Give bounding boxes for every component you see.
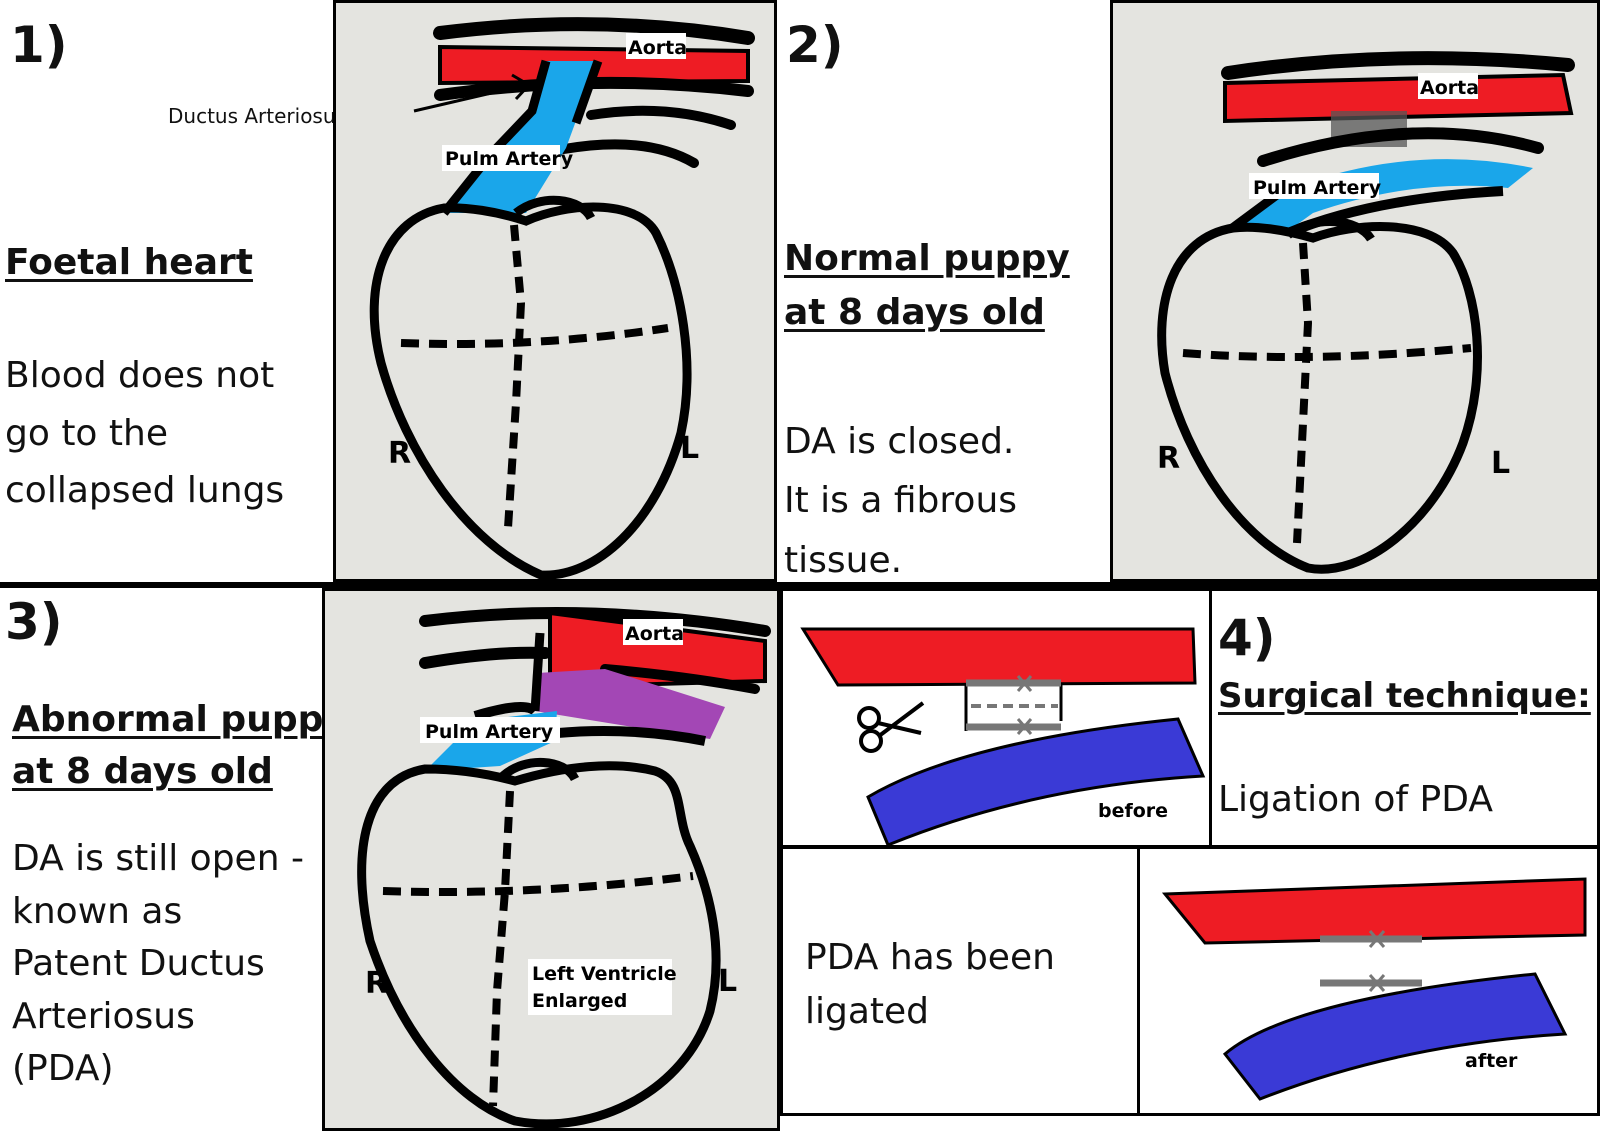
panel-1-line-2: go to the — [5, 412, 168, 454]
after-label: after — [1465, 1050, 1518, 1072]
pda-ligated-line-2: ligated — [805, 991, 930, 1032]
aorta-label: Aorta — [628, 37, 687, 59]
ligation-of-pda-text: Ligation of PDA — [1218, 779, 1493, 820]
panel-2-number: 2) — [786, 16, 844, 74]
panel-2-line-1: DA is closed. — [784, 421, 1015, 462]
before-ligation-box: before — [780, 588, 1212, 848]
pda-ligated-text: PDA has been ligated — [805, 931, 1055, 1039]
after-ligation-box: after — [1137, 846, 1600, 1116]
left-ventricle-label-line-1: Left Ventricle — [532, 963, 677, 985]
panel-3-description: DA is still open - known as Patent Ductu… — [12, 833, 304, 1096]
panel-3-line-5: (PDA) — [12, 1048, 114, 1090]
right-side-label: R — [388, 436, 411, 471]
right-side-label: R — [365, 966, 388, 1001]
aorta-label: Aorta — [1420, 77, 1479, 99]
panel-1-number: 1) — [10, 16, 68, 74]
left-side-label: L — [718, 964, 737, 999]
foetal-heart-diagram: Aorta Pulm Artery R L — [333, 0, 777, 582]
before-label: before — [1098, 800, 1168, 822]
normal-puppy-diagram: Aorta Pulm Artery R L — [1110, 0, 1600, 582]
pda-ligated-line-1: PDA has been — [805, 937, 1055, 978]
panel-3-line-1: DA is still open - — [12, 838, 304, 879]
panel-3-number: 3) — [5, 593, 63, 651]
pulm-artery-label: Pulm Artery — [1253, 177, 1382, 199]
left-ventricle-label-line-2: Enlarged — [532, 990, 627, 1012]
surgical-technique-heading: Surgical technique: — [1218, 676, 1591, 716]
panel-2-line-3: tissue. — [784, 539, 903, 581]
panel-2-description: DA is closed. It is a fibrous tissue. — [784, 412, 1017, 590]
panel-3-line-2: known as — [12, 890, 183, 932]
pulm-artery-label: Pulm Artery — [445, 148, 574, 170]
panel-2-line-2: It is a fibrous — [784, 480, 1018, 522]
normal-puppy-heading: Normal puppy at 8 days old — [784, 232, 1070, 340]
normal-puppy-heading-line-2: at 8 days old — [784, 292, 1045, 333]
panel-4-number: 4) — [1218, 609, 1276, 667]
panel-1-description: Blood does not go to the collapsed lungs — [5, 347, 284, 520]
abnormal-puppy-heading-line-1: Abnormal puppy — [12, 699, 347, 740]
abnormal-puppy-heading-line-2: at 8 days old — [12, 751, 273, 793]
scissors-icon — [857, 701, 925, 753]
panel-1-line-3: collapsed lungs — [5, 470, 285, 512]
panel-3-line-4: Arteriosus — [12, 995, 195, 1037]
panel-1-line-1: Blood does not — [5, 355, 275, 396]
left-side-label: L — [680, 431, 699, 466]
right-side-label: R — [1157, 441, 1180, 476]
abnormal-puppy-diagram: Aorta Pulm Artery Left Ventricle Enlarge… — [322, 588, 780, 1131]
normal-puppy-heading-line-1: Normal puppy — [784, 238, 1070, 279]
pda-ligated-box: PDA has been ligated — [780, 846, 1140, 1116]
left-side-label: L — [1491, 446, 1510, 481]
section-divider — [0, 582, 1600, 588]
pulm-artery-label: Pulm Artery — [425, 721, 554, 743]
foetal-heart-heading: Foetal heart — [5, 242, 253, 283]
aorta-label: Aorta — [625, 623, 684, 645]
abnormal-puppy-heading: Abnormal puppy at 8 days old — [12, 694, 347, 798]
surgical-technique-box: 4) Surgical technique: Ligation of PDA — [1209, 588, 1600, 848]
panel-3-line-3: Patent Ductus — [12, 943, 265, 985]
